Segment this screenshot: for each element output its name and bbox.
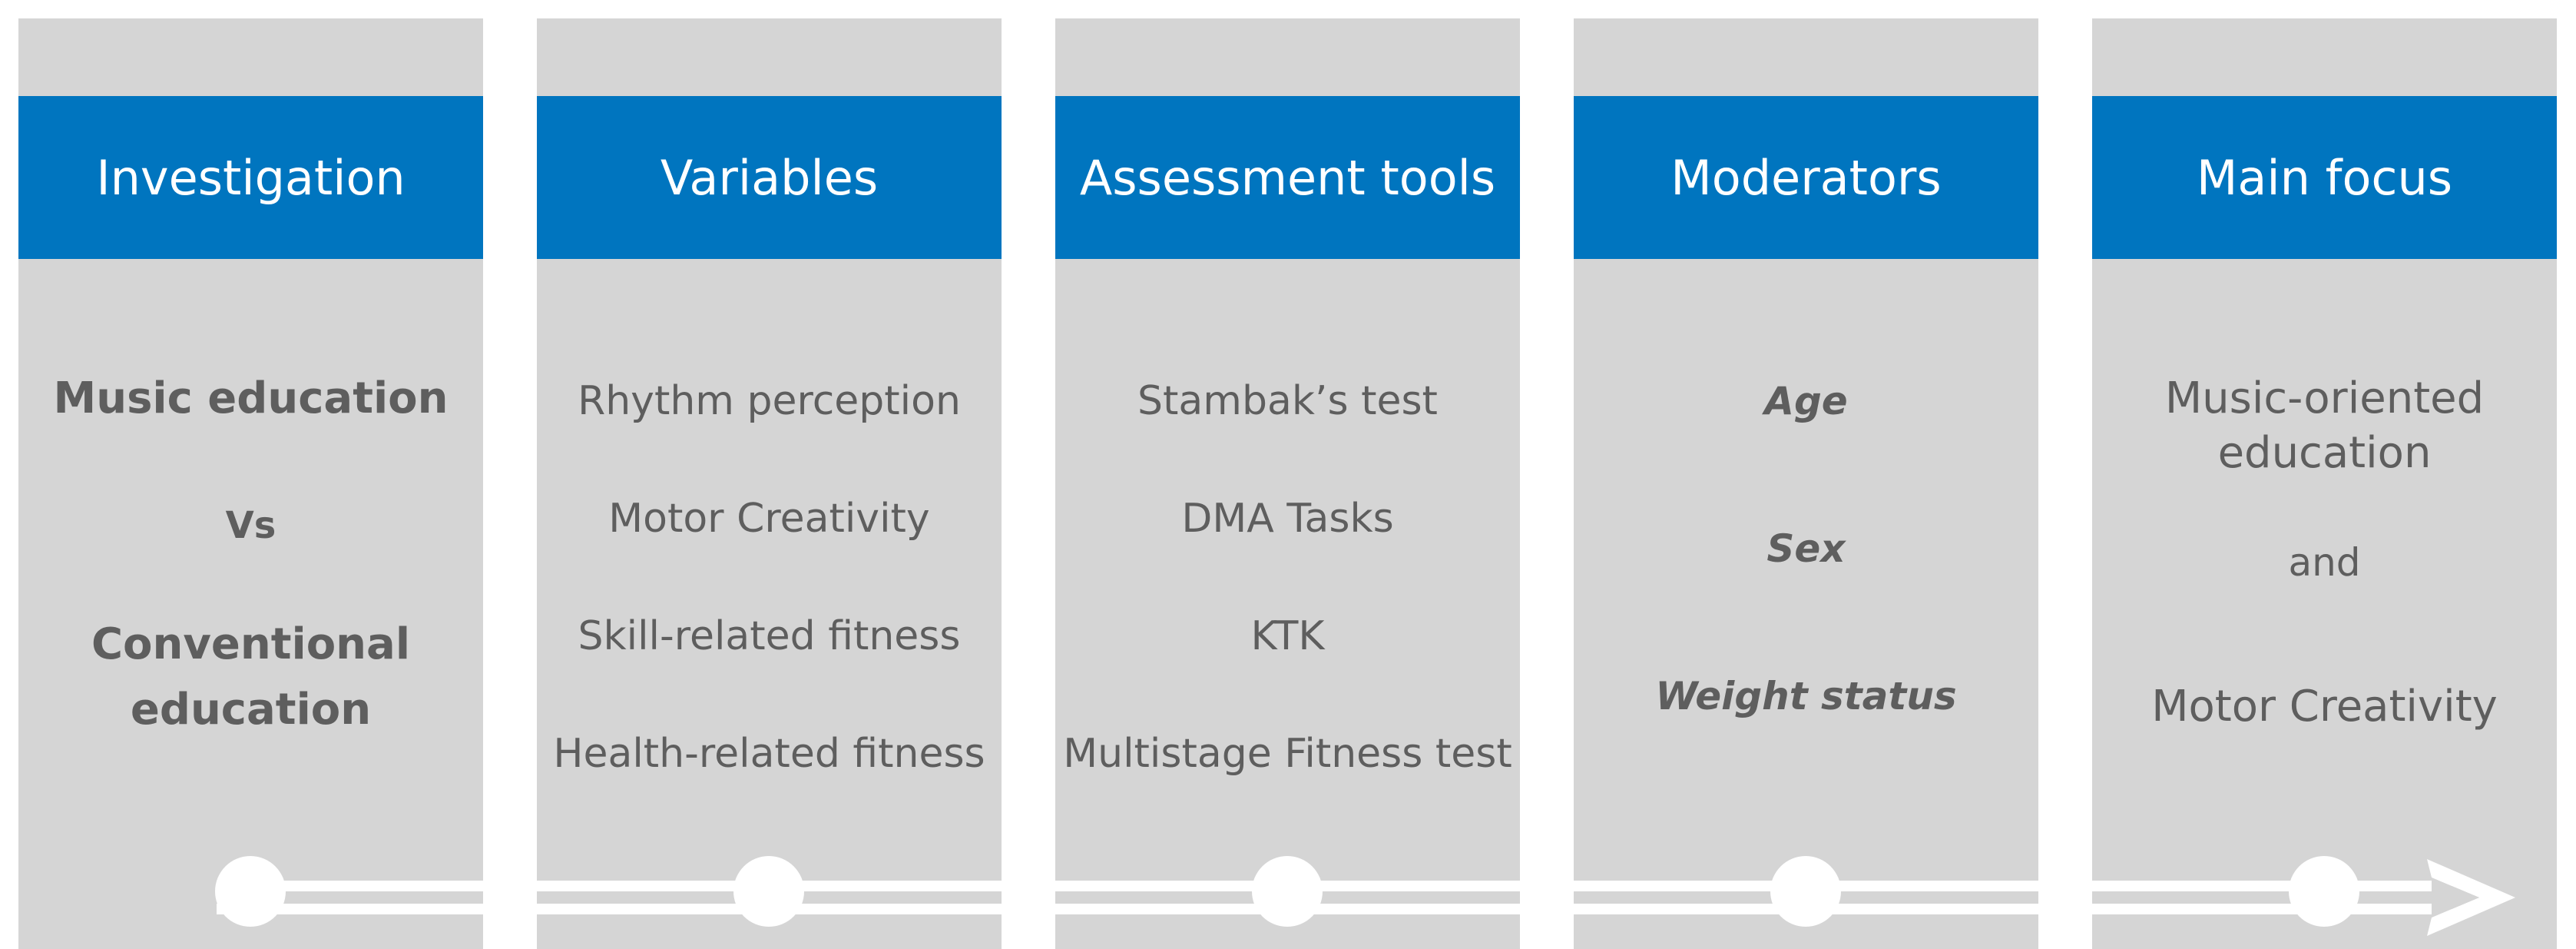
variables-item-health-fitness: Health-related fitness	[553, 731, 985, 777]
column-variables: Variables Rhythm perception Motor Creati…	[537, 18, 1002, 949]
column-header-assessment-tools: Assessment tools	[1055, 96, 1520, 259]
investigation-item-conventional: Conventional	[91, 619, 411, 669]
focus-item-music-oriented: Music-oriented	[2164, 373, 2485, 423]
column-header-investigation: Investigation	[18, 96, 483, 259]
investigation-item-vs: Vs	[225, 504, 276, 547]
column-header-variables: Variables	[537, 96, 1002, 259]
assessment-item-dma-tasks: DMA Tasks	[1181, 496, 1394, 542]
moderator-item-weight-status: Weight status	[1655, 674, 1957, 718]
variables-item-skill-fitness: Skill-related fitness	[578, 613, 961, 659]
moderator-item-sex: Sex	[1766, 526, 1846, 571]
investigation-item-music-education: Music education	[53, 373, 449, 423]
column-header-main-focus: Main focus	[2092, 96, 2557, 259]
column-moderators: Moderators Age Sex Weight status	[1574, 18, 2038, 949]
investigation-item-education: education	[130, 685, 372, 735]
assessment-item-multistage: Multistage Fitness test	[1063, 731, 1512, 777]
column-investigation: Investigation Music education Vs Convent…	[18, 18, 483, 949]
column-header-moderators: Moderators	[1574, 96, 2038, 259]
focus-item-and: and	[2288, 540, 2361, 585]
moderator-item-age: Age	[1764, 379, 1848, 423]
assessment-item-ktk: KTK	[1250, 613, 1325, 659]
variables-item-rhythm-perception: Rhythm perception	[578, 378, 961, 424]
assessment-item-stambak: Stambak’s test	[1137, 378, 1438, 424]
column-assessment-tools: Assessment tools Stambak’s test DMA Task…	[1055, 18, 1520, 949]
focus-item-motor-creativity: Motor Creativity	[2151, 682, 2498, 732]
column-main-focus: Main focus Music-oriented education and …	[2092, 18, 2557, 949]
variables-item-motor-creativity: Motor Creativity	[608, 496, 930, 542]
focus-item-education: education	[2217, 428, 2432, 478]
